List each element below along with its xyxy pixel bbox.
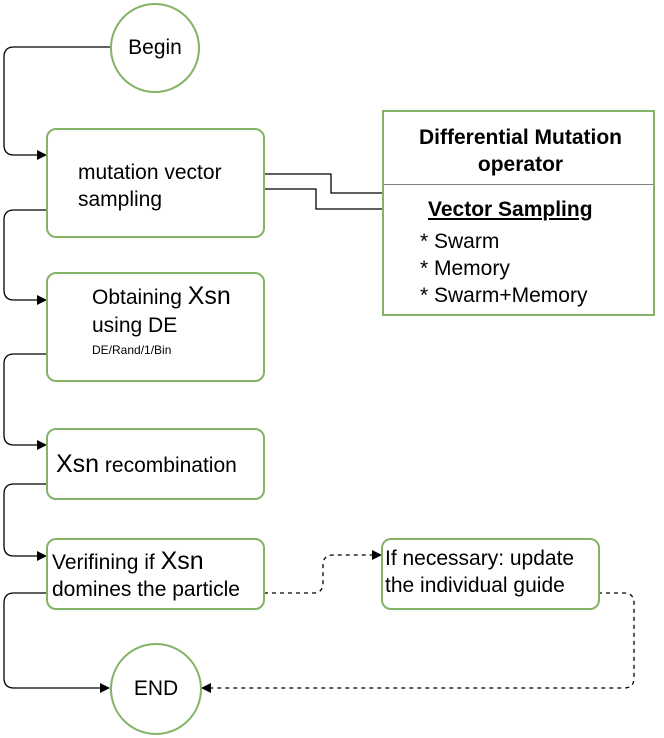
recombination-node: Xsn recombination bbox=[46, 428, 265, 500]
edge-obtaining-to-recombination bbox=[3, 353, 47, 450]
verifying-var: Xsn bbox=[160, 547, 204, 575]
verifying-prefix: Verifining if bbox=[52, 551, 161, 574]
sampling-node: mutation vector sampling bbox=[46, 128, 265, 238]
sampling-line1: mutation vector bbox=[78, 161, 222, 184]
update-line1: If necessary: update bbox=[385, 547, 575, 570]
edge-verifying-to-update bbox=[264, 550, 382, 594]
panel-item-swarm-memory: * Swarm+Memory bbox=[420, 284, 588, 307]
sampling-line2: sampling bbox=[78, 188, 163, 211]
obtaining-node: Obtaining Xsn using DE DE/Rand/1/Bin bbox=[46, 272, 265, 382]
begin-node: Begin bbox=[110, 3, 200, 93]
edge-sampling-to-panel-upper bbox=[264, 173, 382, 194]
end-node: END bbox=[110, 643, 202, 735]
verifying-line1: Verifining if Xsn bbox=[52, 549, 204, 574]
update-node: If necessary: update the individual guid… bbox=[381, 538, 600, 610]
obtaining-line3: DE/Rand/1/Bin bbox=[92, 343, 172, 357]
end-label: END bbox=[133, 677, 179, 700]
obtaining-line2: using DE bbox=[92, 314, 178, 337]
panel-title-line1: Differential Mutation bbox=[419, 126, 622, 149]
edge-sampling-to-obtaining bbox=[3, 209, 47, 305]
edge-sampling-to-panel-lower bbox=[264, 188, 382, 210]
panel-separator bbox=[384, 184, 653, 185]
verifying-line2: domines the particle bbox=[52, 578, 240, 601]
obtaining-line1: Obtaining Xsn bbox=[92, 284, 231, 309]
obtaining-var: Xsn bbox=[187, 282, 231, 310]
panel-title-line2: operator bbox=[477, 153, 564, 177]
edge-update-to-end bbox=[201, 592, 635, 693]
edge-begin-to-sampling bbox=[3, 46, 110, 160]
edge-verifying-to-end bbox=[3, 592, 110, 693]
obtaining-prefix: Obtaining bbox=[92, 286, 188, 309]
panel-title: Differential Mutation operator bbox=[384, 124, 657, 179]
panel-item-swarm: * Swarm bbox=[420, 230, 500, 253]
panel-item-memory: * Memory bbox=[420, 257, 510, 280]
recombination-label: Xsn recombination bbox=[56, 452, 237, 477]
update-line2: the individual guide bbox=[385, 574, 565, 597]
recombination-var: Xsn bbox=[56, 450, 100, 478]
begin-label: Begin bbox=[128, 36, 182, 59]
mutation-operator-panel: Differential Mutation operator Vector Sa… bbox=[382, 110, 655, 316]
edge-recombination-to-verifying bbox=[3, 483, 47, 561]
panel-subtitle: Vector Sampling bbox=[428, 198, 593, 221]
verifying-node: Verifining if Xsn domines the particle bbox=[46, 538, 265, 610]
recombination-suffix: recombination bbox=[99, 454, 237, 477]
